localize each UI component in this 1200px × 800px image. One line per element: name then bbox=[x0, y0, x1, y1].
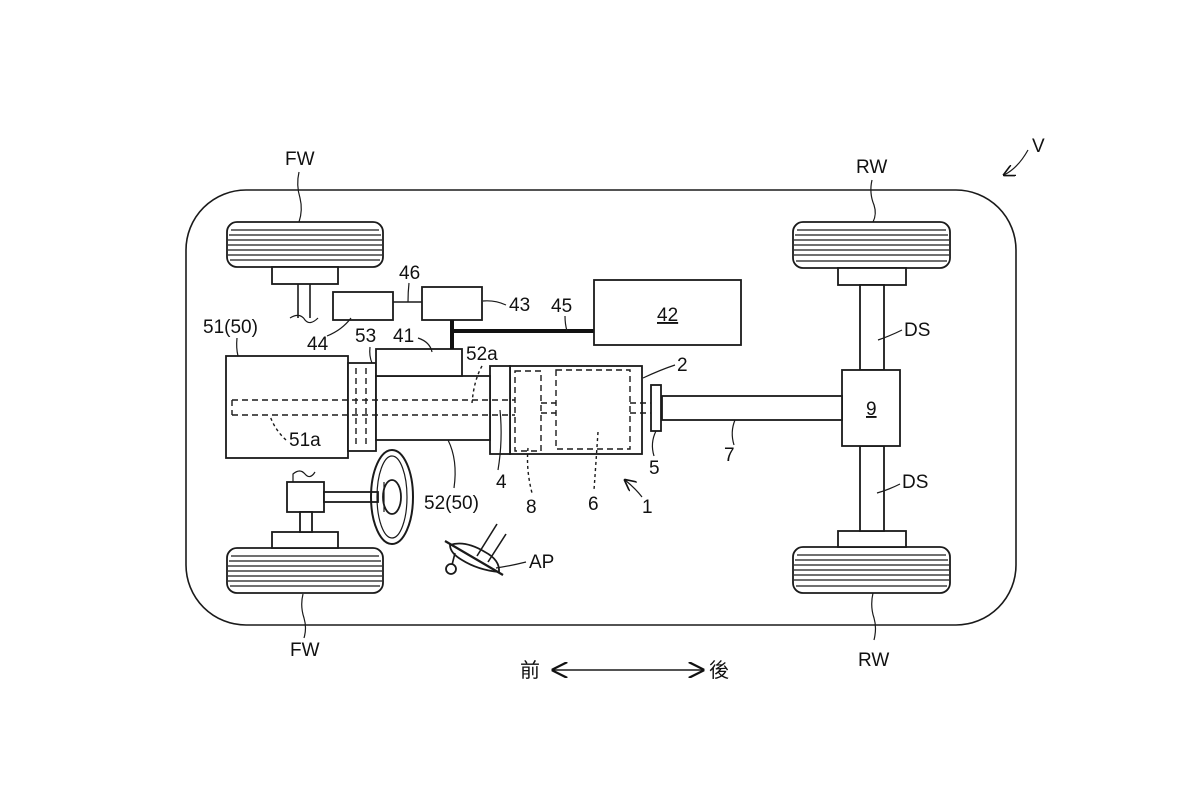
accelerator-pedal-label: AP bbox=[529, 552, 554, 573]
flange-5-label: 5 bbox=[649, 458, 660, 479]
engine-51 bbox=[225, 355, 349, 459]
unit-2-leader bbox=[642, 364, 676, 379]
unit-2-label: 2 bbox=[677, 355, 688, 376]
drive-shaft-top-leader bbox=[877, 329, 903, 341]
rear-wheel-bottom-label: RW bbox=[858, 650, 889, 671]
battery-42 bbox=[593, 279, 742, 346]
vehicle-label: V bbox=[1032, 136, 1045, 157]
component-4-leader bbox=[497, 409, 502, 471]
drive-shaft-top bbox=[859, 284, 885, 371]
unit-1-label: 1 bbox=[642, 497, 653, 518]
rear-wheel-top-leader bbox=[870, 179, 876, 223]
rear-wheel-bottom bbox=[792, 530, 951, 594]
propeller-shaft-7 bbox=[661, 395, 843, 421]
unit-44-label: 44 bbox=[307, 334, 329, 355]
differential-9-label: 9 bbox=[866, 399, 877, 420]
coupling-53-leader bbox=[369, 346, 373, 364]
unit-44 bbox=[332, 291, 394, 321]
housing-52-label: 52(50) bbox=[424, 493, 479, 514]
housing-52 bbox=[375, 375, 491, 441]
drive-shaft-bottom bbox=[859, 445, 885, 532]
power-line-45-label: 45 bbox=[551, 296, 572, 317]
shaft-52a-leader bbox=[471, 365, 483, 404]
unit-44-leader bbox=[326, 317, 352, 337]
engine-51-label: 51(50) bbox=[203, 317, 258, 338]
steering-assembly bbox=[286, 449, 414, 545]
front-wheel-top-leader bbox=[297, 171, 302, 223]
signal-line-46-label: 46 bbox=[399, 263, 420, 284]
unit-43 bbox=[421, 286, 483, 321]
accelerator-pedal bbox=[444, 523, 507, 576]
front-wheel-top bbox=[226, 221, 384, 324]
shaft-51a-leader bbox=[269, 415, 287, 441]
rear-wheel-bottom-leader bbox=[871, 592, 877, 641]
front-wheel-bottom bbox=[226, 531, 384, 594]
component-6-label: 6 bbox=[588, 494, 599, 515]
signal-line-46-leader bbox=[407, 282, 410, 303]
component-8-label: 8 bbox=[526, 497, 537, 518]
engine-51-leader bbox=[236, 337, 239, 357]
unit-43-label: 43 bbox=[509, 295, 530, 316]
shaft-51a-label: 51a bbox=[289, 430, 321, 451]
propeller-shaft-7-leader bbox=[731, 419, 736, 446]
component-8 bbox=[514, 370, 542, 452]
differential-9 bbox=[841, 369, 901, 447]
battery-42-label: 42 bbox=[657, 305, 678, 326]
coupling-53 bbox=[347, 362, 377, 452]
unit-1-leader bbox=[625, 480, 643, 498]
rear-wheel-top bbox=[792, 221, 951, 286]
direction-front-label: 前 bbox=[520, 658, 540, 682]
rear-wheel-top-label: RW bbox=[856, 157, 887, 178]
component-6 bbox=[555, 369, 631, 450]
component-4-label: 4 bbox=[496, 472, 507, 493]
housing-52-leader bbox=[447, 439, 456, 489]
drive-shaft-top-label: DS bbox=[904, 320, 930, 341]
unit-41-leader bbox=[417, 337, 433, 353]
accelerator-pedal-leader bbox=[495, 561, 527, 569]
drive-shaft-bottom-label: DS bbox=[902, 472, 928, 493]
coupling-53-label: 53 bbox=[355, 326, 376, 347]
direction-rear-label: 後 bbox=[709, 658, 729, 682]
flange-5 bbox=[650, 384, 662, 432]
flange-5-leader bbox=[651, 430, 657, 457]
vehicle-label-leader bbox=[1004, 149, 1029, 175]
unit-43-leader bbox=[482, 300, 507, 306]
drive-shaft-bottom-leader bbox=[876, 483, 901, 494]
shaft-52a-label: 52a bbox=[466, 344, 498, 365]
front-wheel-top-label: FW bbox=[285, 149, 315, 170]
power-line-45-leader bbox=[564, 315, 568, 332]
propeller-shaft-7-label: 7 bbox=[724, 445, 735, 466]
front-wheel-bottom-label: FW bbox=[290, 640, 320, 661]
unit-41 bbox=[375, 348, 463, 377]
unit-2-case bbox=[509, 365, 643, 455]
unit-41-label: 41 bbox=[393, 326, 414, 347]
vehicle-body-outline bbox=[185, 189, 1017, 626]
front-wheel-bottom-leader bbox=[301, 593, 307, 639]
